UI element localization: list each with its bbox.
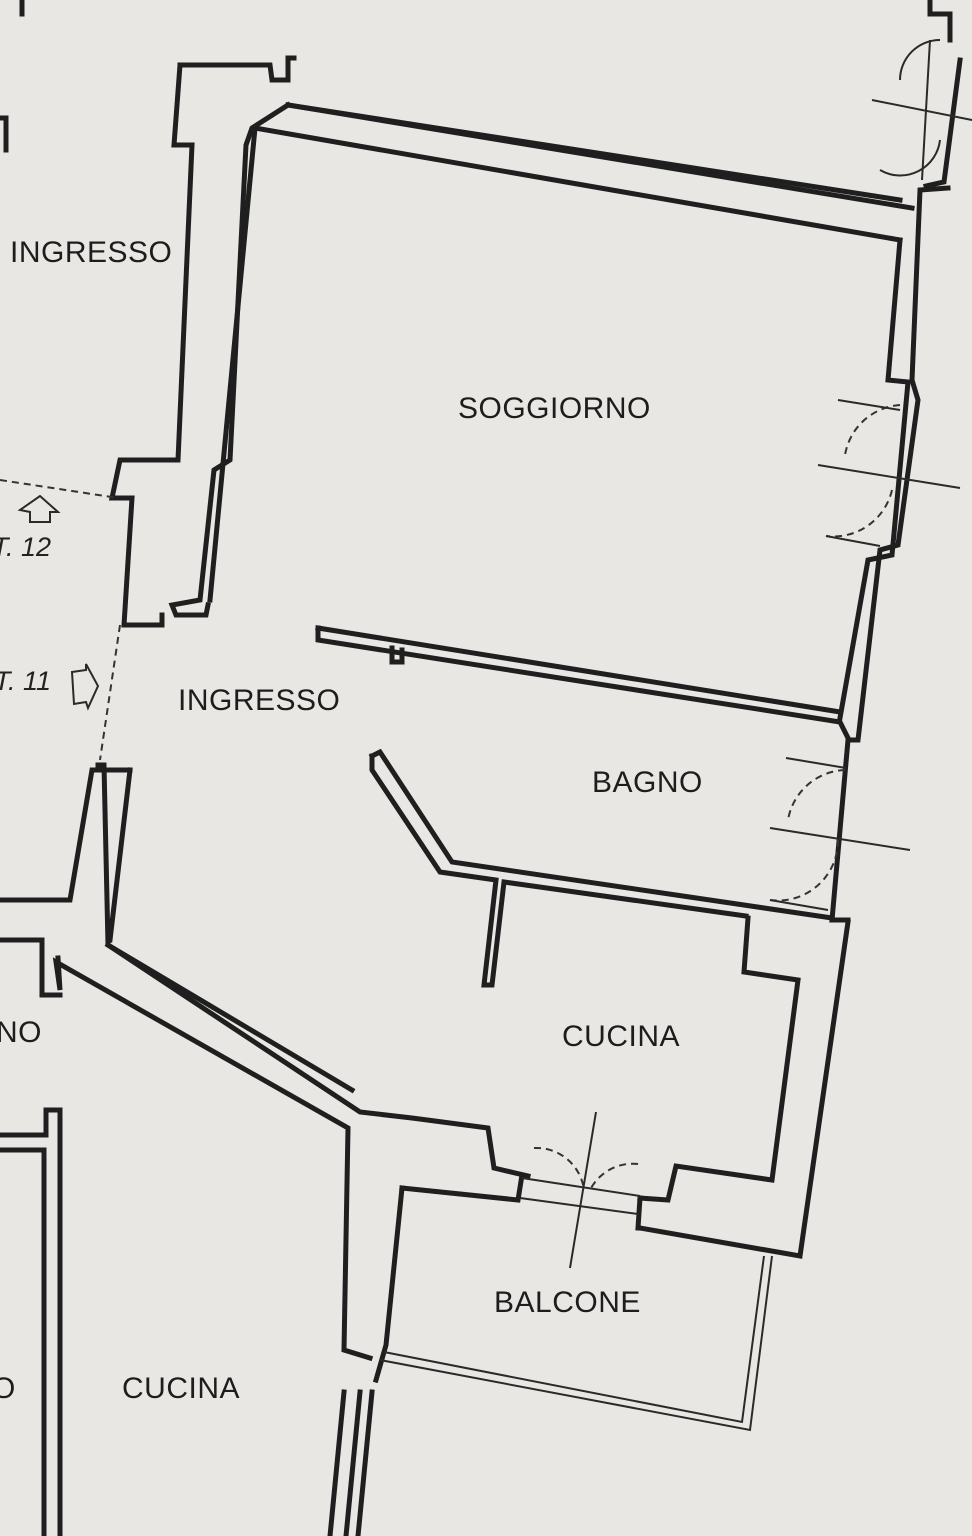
- door-swing-bagno: [769, 769, 846, 902]
- room-label-ingresso-main: INGRESSO: [178, 684, 341, 717]
- wall-soggiorno-north-inner: [252, 125, 903, 243]
- stair-arrow-right-icon: [70, 663, 100, 711]
- door-swing-top-right: [871, 39, 972, 181]
- door-swing-cucina: [533, 1146, 639, 1191]
- wall-entrance-west-inner: [168, 101, 903, 618]
- balcone-rail: [379, 1255, 773, 1432]
- wall-cucina-east: [637, 915, 801, 1203]
- wall-cucina-outer-east: [637, 919, 851, 1259]
- stair-label-upper: T. 12: [0, 532, 52, 562]
- room-label-cucina-main: CUCINA: [562, 1020, 681, 1053]
- wall-soggiorno-east: [837, 237, 911, 721]
- stair-label-lower: T. 11: [0, 666, 52, 696]
- wall-corridor-left-box: [0, 767, 133, 998]
- door-bagno-axis: [769, 757, 911, 911]
- room-label-partial-no: NO: [0, 1016, 42, 1049]
- wall-corridor-south: [52, 955, 374, 1362]
- wall-bagno-south: [368, 748, 835, 988]
- wall-entrance-west-outer: [108, 55, 297, 628]
- door-soggiorno-axis: [817, 399, 961, 547]
- door-cucina-axis: [519, 1111, 641, 1269]
- wall-bottom-left-box: [0, 1107, 63, 1536]
- wall-soggiorno-north-outer: [285, 102, 915, 211]
- wall-balcone-top: [399, 1172, 643, 1231]
- room-label-soggiorno: SOGGIORNO: [458, 392, 651, 425]
- wall-bottom-center: [327, 1389, 375, 1536]
- wall-east-outer: [829, 185, 951, 923]
- stair-boundary-line: [0, 479, 121, 761]
- room-label-bagno: BAGNO: [592, 766, 703, 799]
- wall-soggiorno-bagno: [315, 625, 852, 742]
- wall-soggiorno-west: [207, 125, 258, 603]
- room-label-partial-o: O: [0, 1372, 16, 1405]
- room-label-cucina-bottom: CUCINA: [122, 1372, 241, 1405]
- wall-corridor-diagonal: [104, 941, 532, 1180]
- wall-left-stub: [0, 115, 9, 153]
- room-label-ingresso-left: INGRESSO: [10, 236, 173, 269]
- wall-stub-small: [389, 645, 405, 665]
- wall-corridor-north: [95, 762, 356, 1094]
- wall-balcone-west: [372, 1185, 405, 1384]
- stair-arrow-up-icon: [17, 494, 61, 523]
- wall-top-right-corner: [923, 0, 963, 189]
- door-swing-soggiorno: [825, 404, 901, 538]
- room-label-balcone: BALCONE: [494, 1286, 641, 1319]
